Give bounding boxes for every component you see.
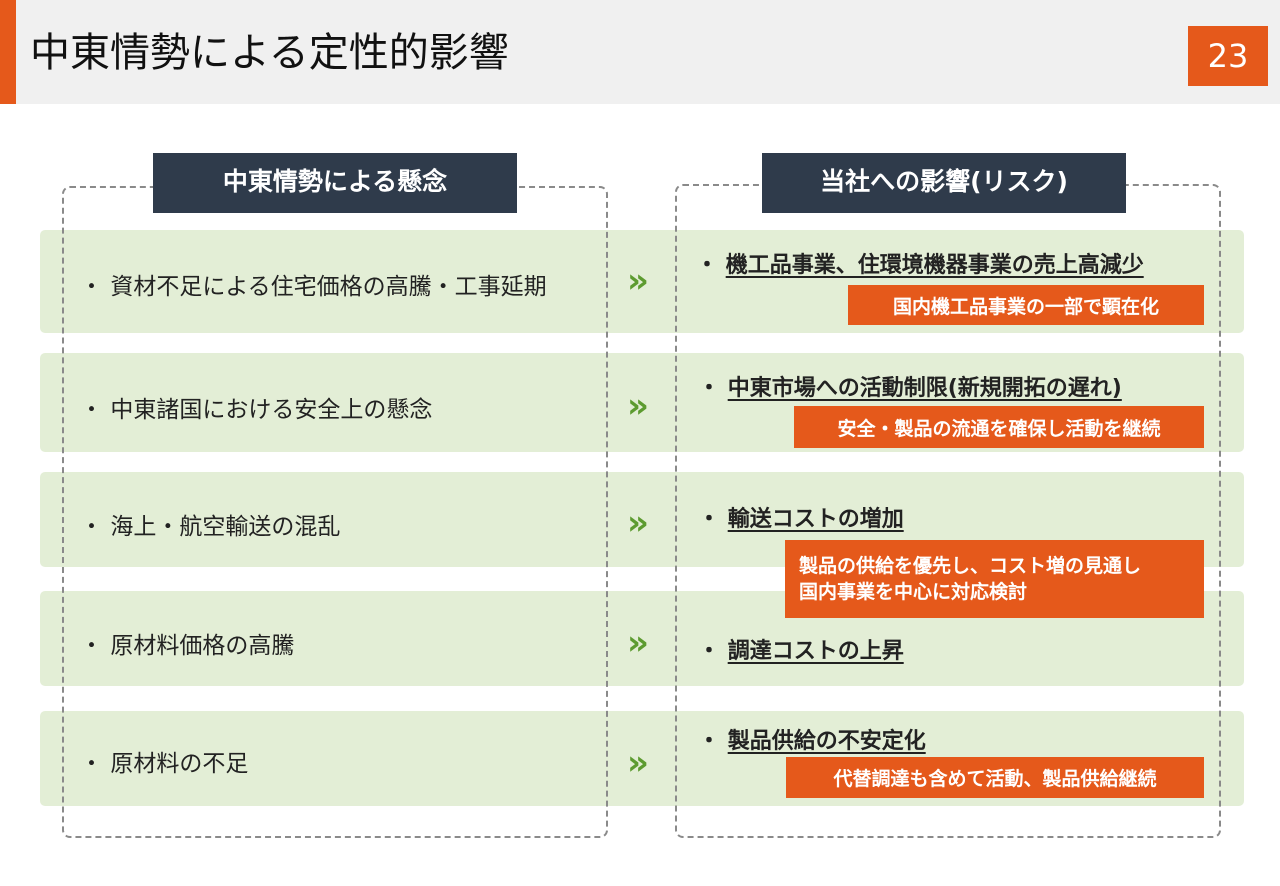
status-note: 代替調達も含めて活動、製品供給継続 — [786, 757, 1204, 798]
bullet: ・ — [698, 639, 721, 664]
impact-text: 製品供給の不安定化 — [727, 729, 926, 754]
status-note-line: 国内事業を中心に対応検討 — [799, 581, 1028, 603]
impact-text: 輸送コストの増加 — [727, 507, 904, 532]
bullet: ・ — [80, 397, 103, 423]
impact-text: 調達コストの上昇 — [727, 639, 904, 664]
bullet: ・ — [80, 274, 103, 300]
impact-item: ・ 輸送コストの増加 — [698, 501, 904, 533]
concern-text: 資材不足による住宅価格の高騰・工事延期 — [110, 274, 547, 300]
chevron-right-icon: » — [627, 743, 649, 783]
status-note: 製品の供給を優先し、コスト増の見通し 国内事業を中心に対応検討 — [785, 540, 1204, 618]
concern-text: 原材料の不足 — [110, 751, 249, 777]
concern-text: 中東諸国における安全上の懸念 — [110, 397, 433, 423]
slide-header — [0, 0, 1280, 104]
bullet: ・ — [696, 253, 719, 278]
chevron-right-icon: » — [627, 261, 649, 301]
bullet: ・ — [698, 729, 721, 754]
page-title: 中東情勢による定性的影響 — [30, 30, 509, 76]
concern-text: 海上・航空輸送の混乱 — [110, 514, 341, 540]
impact-text: 機工品事業、住環境機器事業の売上高減少 — [725, 253, 1144, 278]
status-note-line: 製品の供給を優先し、コスト増の見通し — [799, 555, 1142, 577]
concern-item: ・ 資材不足による住宅価格の高騰・工事延期 — [80, 267, 547, 301]
bullet: ・ — [80, 633, 103, 659]
impact-item: ・ 中東市場への活動制限(新規開拓の遅れ) — [698, 370, 1122, 402]
impacts-column-header: 当社への影響(リスク) — [762, 153, 1126, 213]
page-number-badge: 23 — [1188, 26, 1268, 86]
concern-item: ・ 原材料価格の高騰 — [80, 626, 294, 660]
concern-item: ・ 中東諸国における安全上の懸念 — [80, 390, 432, 424]
header-accent-bar — [0, 0, 16, 104]
bullet: ・ — [698, 507, 721, 532]
impact-item: ・ 製品供給の不安定化 — [698, 723, 926, 755]
chevron-right-icon: » — [627, 503, 649, 543]
concern-item: ・ 海上・航空輸送の混乱 — [80, 507, 340, 541]
status-note: 国内機工品事業の一部で顕在化 — [848, 285, 1204, 325]
concerns-column-header: 中東情勢による懸念 — [153, 153, 517, 213]
concern-text: 原材料価格の高騰 — [110, 633, 295, 659]
impact-item: ・ 調達コストの上昇 — [698, 633, 904, 665]
chevron-right-icon: » — [627, 386, 649, 426]
impact-item: ・ 機工品事業、住環境機器事業の売上高減少 — [696, 247, 1144, 279]
concern-item: ・ 原材料の不足 — [80, 744, 248, 778]
bullet: ・ — [80, 514, 103, 540]
bullet: ・ — [698, 376, 721, 401]
status-note: 安全・製品の流通を確保し活動を継続 — [794, 406, 1204, 448]
impact-text: 中東市場への活動制限(新規開拓の遅れ) — [727, 376, 1122, 401]
chevron-right-icon: » — [627, 623, 649, 663]
bullet: ・ — [80, 751, 103, 777]
